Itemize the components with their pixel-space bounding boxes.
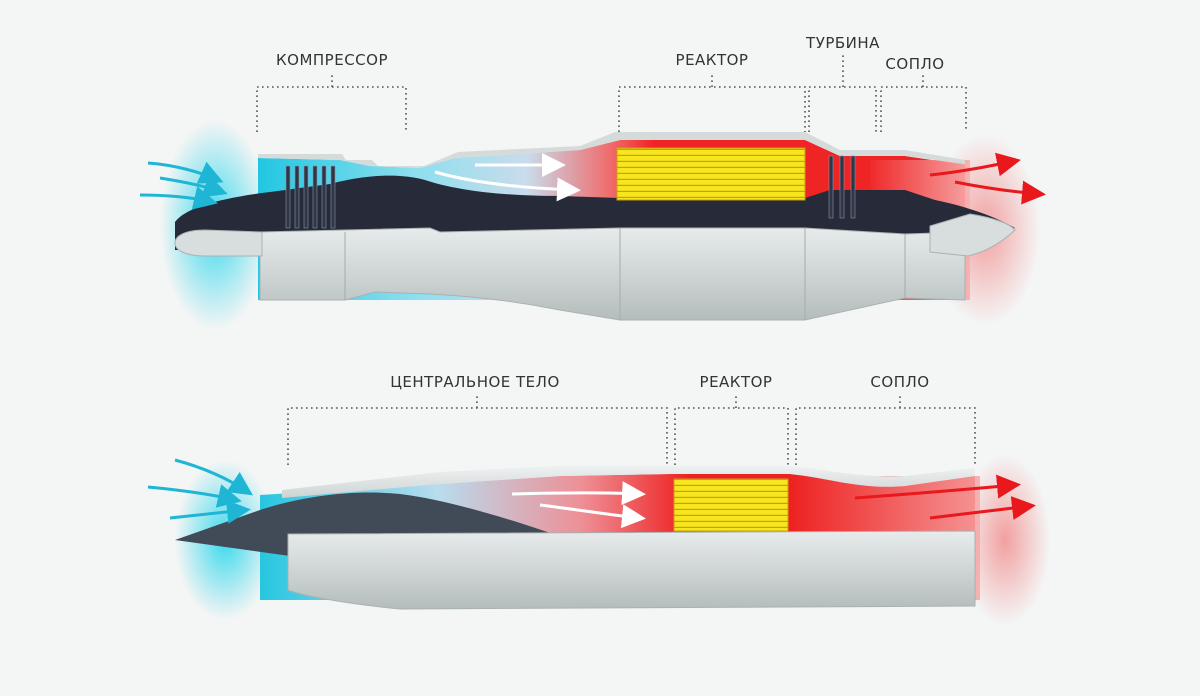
central-body-bracket: [288, 394, 667, 465]
reactor-bracket: [619, 72, 805, 132]
turbojet-engine: [140, 55, 1040, 330]
label-turbine: ТУРБИНА: [806, 34, 880, 52]
reactor-core: [617, 148, 805, 200]
label-nozzle: СОПЛО: [885, 55, 944, 73]
label-compressor: КОМПРЕССОР: [276, 51, 388, 69]
compressor-bracket: [257, 72, 406, 132]
nozzle-bracket: [881, 72, 966, 132]
engine-body-2: [288, 531, 975, 609]
reactor-core-2: [674, 479, 788, 531]
turbine-blades: [829, 156, 855, 218]
nozzle-bracket-2: [796, 394, 975, 465]
section-brackets-2: [288, 394, 975, 465]
engine-body: [260, 228, 965, 320]
label-reactor: РЕАКТОР: [676, 51, 749, 69]
turbine-bracket: [809, 55, 876, 132]
nose-cone: [175, 230, 262, 256]
ramjet-engine: [148, 394, 1050, 625]
label-reactor-2: РЕАКТОР: [700, 373, 773, 391]
reactor-bracket-2: [675, 394, 788, 465]
label-nozzle-2: СОПЛО: [870, 373, 929, 391]
label-central-body: ЦЕНТРАЛЬНОЕ ТЕЛО: [390, 373, 560, 391]
